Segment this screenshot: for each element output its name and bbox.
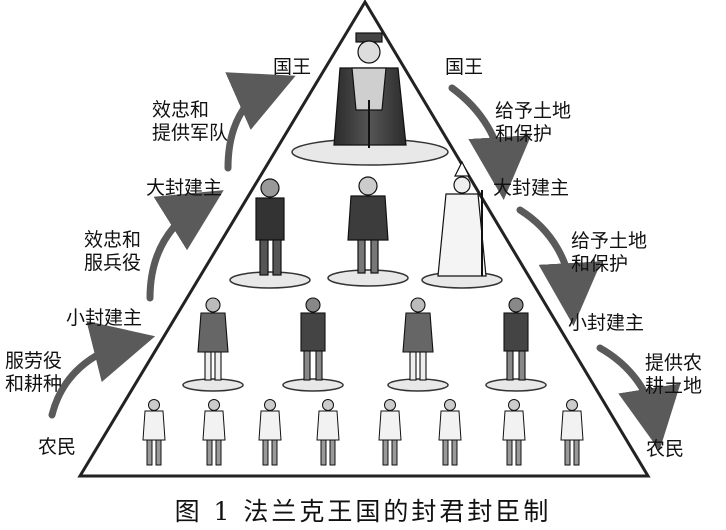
lesser-lord-4 [503, 297, 529, 381]
lesser-lord-3 [402, 297, 434, 381]
label-peasant-left: 农民 [38, 436, 77, 458]
great-lord-pedestal-2 [327, 269, 409, 287]
arrows-down [448, 84, 681, 451]
label-grant-land-1: 给予土地 和保护 [495, 100, 572, 145]
label-grant-land-2: 给予土地 和保护 [571, 230, 648, 275]
peasants [142, 399, 584, 466]
peasant-2 [202, 399, 226, 466]
great-lord-noble [347, 176, 389, 274]
arrows-up [48, 72, 296, 419]
label-peasant-right: 农民 [646, 438, 685, 460]
pedestals [182, 138, 547, 392]
label-obligation-service: 效忠和 服兵役 [84, 229, 142, 274]
lesser-lord-pedestal-3 [387, 378, 449, 392]
lesser-lord-1 [197, 297, 229, 381]
arrow-lesser-to-peasant [596, 344, 681, 451]
label-obligation-military: 效忠和 提供军队 [152, 99, 229, 144]
peasant-8 [560, 399, 584, 466]
arrow-great-to-lesser [516, 206, 602, 326]
arrow-lesser-to-great [146, 190, 224, 302]
great-lord-bishop [437, 160, 487, 277]
arrow-peasant-to-lesser [48, 320, 156, 419]
label-great-lord-right: 大封建主 [493, 177, 570, 199]
peasant-6 [438, 399, 462, 466]
label-grant-farmland: 提供农 耕土地 [645, 352, 703, 397]
peasant-1 [142, 399, 166, 466]
peasant-5 [378, 399, 402, 466]
lesser-lord-2 [300, 297, 326, 381]
lesser-lord-pedestal-2 [282, 378, 344, 392]
label-king-left: 国王 [273, 56, 312, 78]
lesser-lord-pedestal-1 [182, 378, 244, 392]
lesser-lords [197, 297, 529, 381]
peasant-4 [316, 399, 340, 466]
lesser-lord-pedestal-4 [485, 378, 547, 392]
peasant-3 [258, 399, 282, 466]
arrow-king-to-great [448, 84, 532, 200]
peasant-7 [502, 399, 526, 466]
label-lesser-lord-left: 小封建主 [66, 307, 143, 329]
great-lord-pedestal-1 [229, 271, 311, 289]
label-lesser-lord-right: 小封建主 [568, 312, 645, 334]
king-figure [333, 32, 407, 148]
label-king-right: 国王 [445, 56, 484, 78]
arrow-great-to-king [224, 72, 296, 172]
great-lord-knight [255, 178, 285, 276]
figure-caption: 图 1 法兰克王国的封君封臣制 [174, 497, 552, 526]
label-obligation-labor: 服劳役 和耕种 [5, 350, 63, 395]
label-great-lord-left: 大封建主 [146, 177, 223, 199]
